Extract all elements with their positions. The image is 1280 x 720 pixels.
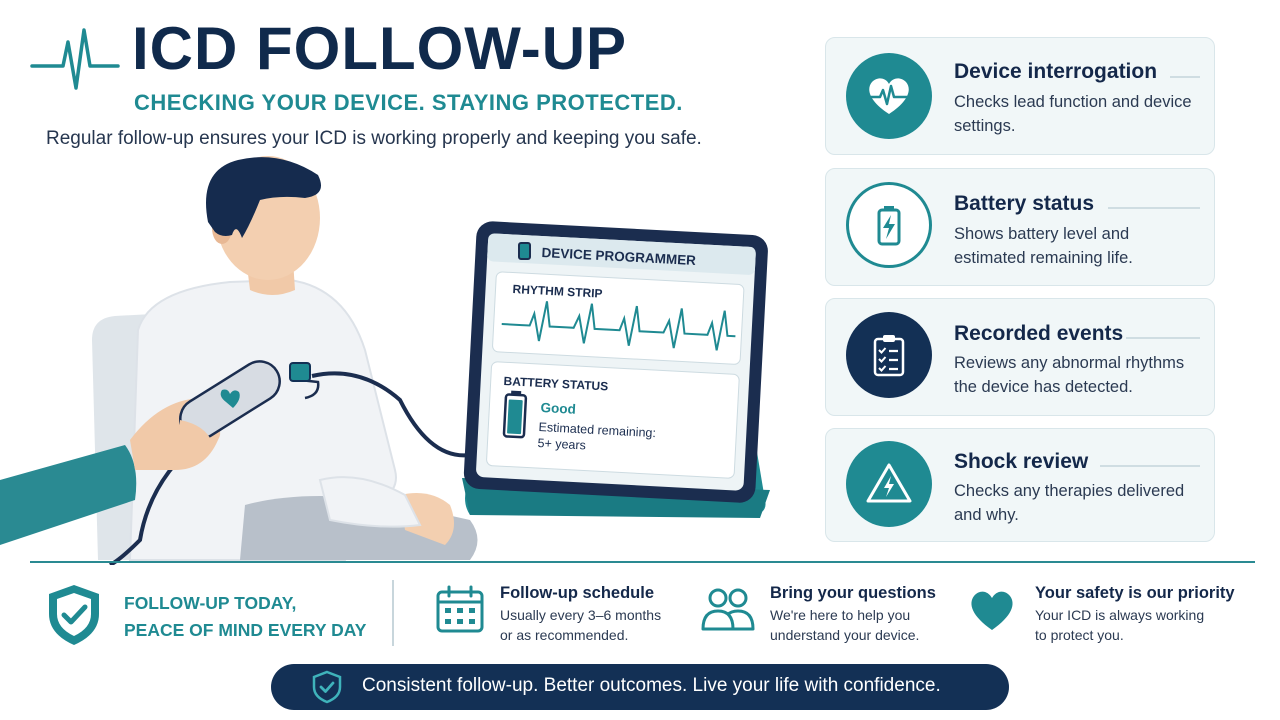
tagline-line-2: PEACE OF MIND EVERY DAY (124, 620, 367, 640)
heartbeat-logo-icon (30, 28, 120, 90)
card-device-interrogation: Device interrogation Checks lead functio… (825, 37, 1215, 155)
card-divider (1170, 76, 1200, 78)
card-title: Shock review (954, 450, 1089, 473)
card-divider (1100, 465, 1200, 467)
battery-state-value: Good (540, 400, 577, 417)
card-description: Reviews any abnormal rhythms the device … (954, 354, 1185, 396)
programmer-phone-icon (518, 242, 531, 260)
questions-description: We're here to help you understand your d… (770, 607, 920, 643)
card-battery-status: Battery status Shows battery level and e… (825, 168, 1215, 286)
intro-text: Regular follow-up ensures your ICD is wo… (46, 128, 702, 149)
schedule-title: Follow-up schedule (500, 584, 655, 602)
card-title: Battery status (954, 192, 1095, 215)
battery-bolt-icon (846, 182, 932, 268)
banner-shield-check-icon (312, 670, 342, 704)
card-title: Device interrogation (954, 60, 1158, 83)
card-divider (1108, 207, 1200, 209)
warning-bolt-icon (846, 441, 932, 527)
safety-title: Your safety is our priority (1035, 584, 1235, 602)
page-title: ICD FOLLOW-UP (132, 15, 628, 82)
tagline: FOLLOW-UP TODAY, PEACE OF MIND EVERY DAY (124, 590, 366, 644)
card-shock-review: Shock review Checks any therapies delive… (825, 428, 1215, 542)
questions-title: Bring your questions (770, 584, 936, 602)
heart-icon (971, 591, 1013, 630)
page-subtitle: CHECKING YOUR DEVICE. STAYING PROTECTED. (134, 90, 683, 115)
bottom-banner (271, 664, 1009, 710)
tagline-line-1: FOLLOW-UP TODAY, (124, 593, 297, 613)
card-recorded-events: Recorded events Reviews any abnormal rhy… (825, 298, 1215, 416)
clipboard-checklist-icon (846, 312, 932, 398)
heart-pulse-icon (846, 53, 932, 139)
safety-description: Your ICD is always working to protect yo… (1035, 607, 1205, 643)
card-description: Checks any therapies delivered and why. (954, 482, 1185, 524)
schedule-description: Usually every 3–6 months or as recommend… (500, 607, 662, 643)
card-divider (1126, 337, 1200, 339)
people-icon (701, 588, 755, 631)
banner-text: Consistent follow-up. Better outcomes. L… (362, 675, 941, 696)
battery-remaining-value: 5+ years (537, 436, 587, 453)
shield-check-icon (49, 585, 99, 645)
card-title: Recorded events (954, 322, 1124, 345)
calendar-icon (436, 585, 484, 633)
section-divider (30, 561, 1255, 563)
card-description: Checks lead function and device settings… (954, 93, 1192, 135)
card-description: Shows battery level and estimated remain… (954, 225, 1133, 267)
vertical-separator (392, 580, 394, 646)
patient-illustration (0, 156, 770, 565)
